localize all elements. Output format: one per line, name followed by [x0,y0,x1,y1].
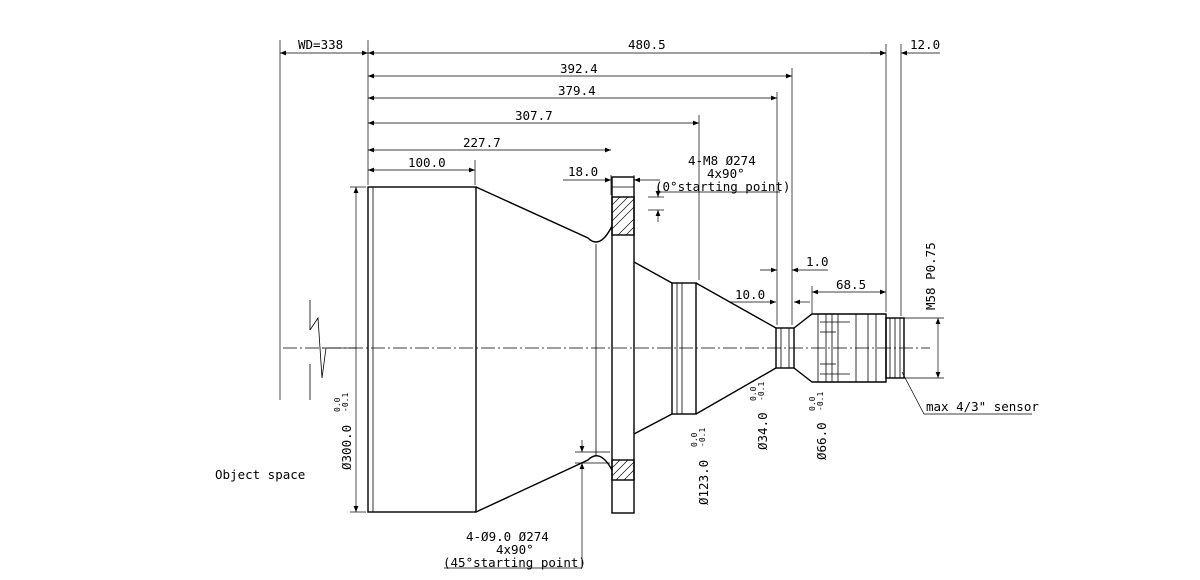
dim-flange-18: 18.0 [568,164,598,179]
svg-text:0.0: 0.0 [808,396,817,411]
dim-back-12: 12.0 [910,37,940,52]
dim-392: 392.4 [560,61,598,76]
vertical-dimensions [353,186,1032,569]
svg-text:-0.1: -0.1 [757,382,766,401]
svg-text:Ø66.0: Ø66.0 [814,422,829,460]
top-holes-note-1: 4-M8 Ø274 [688,153,756,168]
svg-text:Ø34.0: Ø34.0 [755,412,770,450]
dim-wd: WD=338 [298,37,343,52]
object-space-label: Object space [215,467,305,482]
bottom-holes-note-1: 4-Ø9.0 Ø274 [466,529,549,544]
lens-body [367,176,905,514]
svg-text:-0.1: -0.1 [698,428,707,447]
front-cone [475,186,613,513]
dim-227: 227.7 [463,135,501,150]
diameter-labels: Ø300.0 0.0 -0.1 Ø123.0 0.0 -0.1 Ø34.0 0.… [333,382,829,505]
diameter-34: Ø34.0 0.0 -0.1 [749,382,770,450]
sensor-label: max 4/3" sensor [926,399,1039,414]
mounting-flange [611,176,635,514]
top-holes-note-2: 4x90° [707,166,745,181]
dim-100: 100.0 [408,155,446,170]
middle-barrel [671,282,697,415]
horizontal-dimensions [280,50,940,314]
diameter-123: Ø123.0 0.0 -0.1 [690,428,711,505]
dim-379: 379.4 [558,83,596,98]
svg-text:-0.1: -0.1 [816,392,825,411]
through-hole-section-bottom [611,459,635,481]
front-barrel [367,186,477,513]
dim-total-length: 480.5 [628,37,666,52]
dim-68: 68.5 [836,277,866,292]
diameter-66: Ø66.0 0.0 -0.1 [808,392,829,460]
extension-lines [279,40,944,513]
svg-text:Ø300.0: Ø300.0 [339,425,354,470]
dim-thread: M58 P0.75 [923,242,938,310]
object-space-break [309,300,356,400]
small-tube [775,327,795,369]
rear-cone [633,261,673,435]
dim-spacer-1: 1.0 [806,254,829,269]
notes: 4-M8 Ø274 4x90° (0°starting point) 4-Ø9.… [215,153,1039,570]
svg-text:0.0: 0.0 [690,432,699,447]
rear-taper [695,282,777,415]
rear-focus-barrel [793,313,887,383]
svg-text:Ø123.0: Ø123.0 [696,460,711,505]
svg-text:0.0: 0.0 [333,397,342,412]
dim-gap-10: 10.0 [735,287,765,302]
svg-text:0.0: 0.0 [749,386,758,401]
bottom-holes-note-3: (45°starting point) [443,555,586,570]
bottom-holes-note-2: 4x90° [496,542,534,557]
mount-thread [885,317,905,379]
svg-text:-0.1: -0.1 [341,393,350,412]
top-holes-note-3: (0°starting point) [655,179,790,194]
diameter-300: Ø300.0 0.0 -0.1 [333,393,354,470]
dimension-labels: WD=338 480.5 12.0 392.4 379.4 307.7 227.… [298,37,940,310]
threaded-hole-section-top [611,196,635,236]
dim-307: 307.7 [515,108,553,123]
